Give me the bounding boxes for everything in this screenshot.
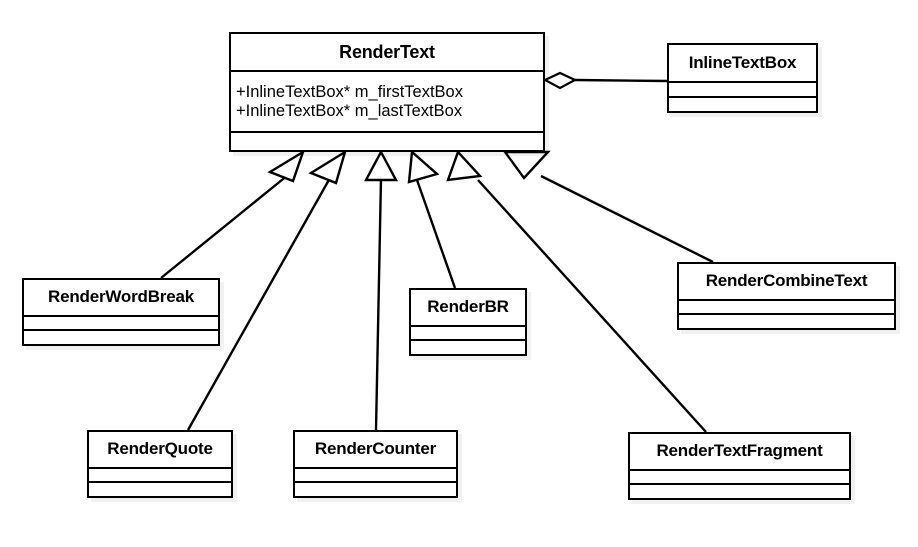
class-operations-render-quote [89, 481, 231, 496]
class-box-render-br[interactable]: RenderBR [409, 288, 527, 356]
hollow-triangle-marker [363, 149, 399, 182]
generalization-renderwordbreak [160, 149, 306, 279]
class-attribute: +InlineTextBox* m_lastTextBox [236, 101, 463, 120]
hollow-diamond-marker [542, 71, 578, 90]
class-operations-render-text-fragment [630, 483, 849, 498]
generalization-rendercombinetext [502, 150, 714, 264]
class-box-inline-text-box[interactable]: InlineTextBox [667, 43, 818, 113]
class-name-render-text-fragment: RenderTextFragment [656, 441, 823, 461]
hollow-triangle-marker [502, 150, 551, 180]
class-attributes-render-word-break [24, 314, 218, 330]
hollow-triangle-marker [267, 149, 306, 183]
class-operations-render-br [411, 339, 525, 354]
class-box-render-word-break[interactable]: RenderWordBreak [22, 278, 220, 346]
aggregation-line [574, 78, 668, 83]
aggregation-rendertext-inlinetextbox [542, 71, 668, 90]
class-box-render-counter[interactable]: RenderCounter [293, 430, 458, 498]
class-attributes-render-quote [89, 466, 231, 482]
generalization-line [540, 174, 714, 264]
class-operations-render-text [231, 131, 543, 150]
generalization-line [415, 179, 457, 289]
generalization-line [374, 177, 383, 431]
hollow-triangle-marker [308, 149, 348, 185]
class-name-render-combine-text: RenderCombineText [705, 271, 868, 291]
class-name-render-quote: RenderQuote [107, 439, 213, 459]
class-attributes-render-counter [295, 466, 456, 482]
class-name-render-word-break: RenderWordBreak [48, 287, 194, 307]
class-attribute: +InlineTextBox* m_firstTextBox [236, 83, 463, 102]
class-operations-inline-text-box [669, 96, 816, 111]
class-box-render-text[interactable]: RenderText +InlineTextBox* m_firstTextBo… [229, 32, 545, 152]
class-box-render-combine-text[interactable]: RenderCombineText [677, 262, 896, 330]
generalization-rendercounter [363, 149, 399, 431]
class-box-render-text-fragment[interactable]: RenderTextFragment [628, 432, 851, 500]
class-attributes-inline-text-box [669, 81, 816, 96]
class-name-render-counter: RenderCounter [314, 439, 437, 459]
class-box-render-quote[interactable]: RenderQuote [87, 430, 233, 498]
class-attributes-render-text: +InlineTextBox* m_firstTextBox +InlineTe… [231, 70, 543, 131]
class-name-render-text: RenderText [339, 41, 435, 62]
class-operations-render-combine-text [679, 313, 894, 328]
class-name-render-br: RenderBR [427, 297, 509, 317]
generalization-renderbr [407, 149, 457, 289]
hollow-triangle-marker [407, 149, 440, 184]
class-attributes-render-text-fragment [630, 468, 849, 484]
class-attributes-render-combine-text [679, 298, 894, 314]
class-name-inline-text-box: InlineTextBox [688, 53, 797, 72]
hollow-triangle-marker [446, 149, 483, 182]
generalization-line [160, 174, 289, 279]
class-operations-render-word-break [24, 329, 218, 344]
class-attributes-render-br [411, 324, 525, 340]
class-operations-render-counter [295, 481, 456, 496]
